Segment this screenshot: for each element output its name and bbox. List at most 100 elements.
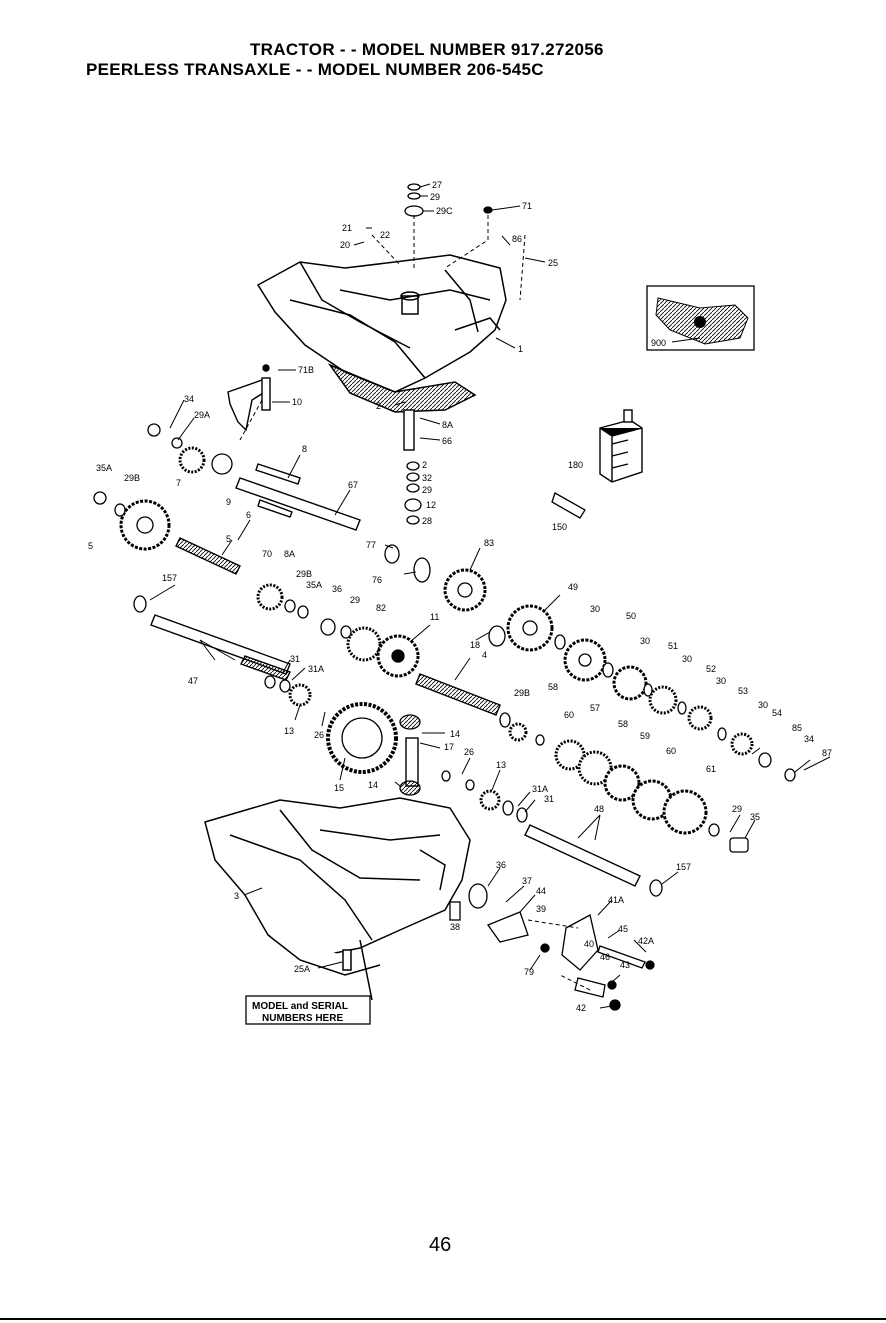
stamp-line-1: MODEL and SERIAL [252, 1001, 348, 1012]
lower-housing [204, 797, 471, 1001]
callout-label: 29B [124, 473, 140, 483]
model-serial-stamp: MODEL and SERIAL NUMBERS HERE [245, 995, 371, 1025]
callout-label: 41A [608, 895, 624, 905]
callout-label: 29 [732, 804, 742, 814]
callout-label: 34 [804, 734, 814, 744]
callout-label: 35A [306, 580, 322, 590]
callout-label: 76 [372, 575, 382, 585]
callout-label: 29 [350, 595, 360, 605]
callout-label: 49 [568, 582, 578, 592]
callout-label: 47 [188, 676, 198, 686]
callout-label: 71 [522, 201, 532, 211]
oil-bottle [599, 409, 643, 483]
model-title: TRACTOR - - MODEL NUMBER 917.272056 [250, 40, 604, 59]
callout-label: 180 [568, 460, 583, 470]
callout-label: 34 [184, 394, 194, 404]
callout-label: 86 [512, 234, 522, 244]
callout-label: 35 [750, 812, 760, 822]
callout-label: 14 [450, 729, 460, 739]
callout-label: 30 [682, 654, 692, 664]
callout-label: 150 [552, 522, 567, 532]
callout-label: 44 [536, 886, 546, 896]
callout-label: 6 [246, 510, 251, 520]
callout-label: 53 [738, 686, 748, 696]
callout-label: 157 [676, 862, 691, 872]
callout-label: 29A [194, 410, 210, 420]
callout-label: 8A [442, 420, 453, 430]
callout-label: 58 [548, 682, 558, 692]
callout-label: 35A [96, 463, 112, 473]
stamp-line-2: NUMBERS HERE [262, 1013, 343, 1024]
callout-label: 60 [564, 710, 574, 720]
callout-label: 87 [822, 748, 832, 758]
callout-label: 48 [594, 804, 604, 814]
callout-label: 79 [524, 967, 534, 977]
callout-label: 8 [302, 444, 307, 454]
callout-label: 30 [590, 604, 600, 614]
callout-label: 29B [514, 688, 530, 698]
callout-label: 70 [262, 549, 272, 559]
callout-label: 1 [518, 344, 523, 354]
callout-label: 85 [792, 723, 802, 733]
callout-label: 2 [422, 460, 427, 470]
callout-label: 27 [432, 180, 442, 190]
callout-label: 37 [522, 876, 532, 886]
callout-label: 31 [290, 654, 300, 664]
callout-label: 77 [366, 540, 376, 550]
callout-label: 10 [292, 397, 302, 407]
callout-label: 52 [706, 664, 716, 674]
callout-label: 30 [758, 700, 768, 710]
callout-label: 67 [348, 480, 358, 490]
callout-label: 15 [334, 783, 344, 793]
callout-label: 21 [342, 223, 352, 233]
callout-label: 22 [380, 230, 390, 240]
callout-label: 25 [548, 258, 558, 268]
callout-label: 32 [422, 473, 432, 483]
callout-label: 13 [496, 760, 506, 770]
callout-label: 31A [308, 664, 324, 674]
callout-label: 7 [176, 478, 181, 488]
callout-label: 82 [376, 603, 386, 613]
callout-label: 17 [444, 742, 454, 752]
transaxle-title: PEERLESS TRANSAXLE - - MODEL NUMBER 206-… [86, 60, 544, 79]
callout-label: 26 [314, 730, 324, 740]
callout-label: 58 [618, 719, 628, 729]
callout-label: 38 [450, 922, 460, 932]
callout-label: 57 [590, 703, 600, 713]
callout-label: 61 [706, 764, 716, 774]
bottom-rule [0, 1318, 886, 1320]
callout-label: 43 [620, 960, 630, 970]
callout-label: 4 [482, 650, 487, 660]
callout-label: 29 [422, 485, 432, 495]
upper-housing [256, 254, 507, 413]
callout-label: 157 [162, 573, 177, 583]
callout-label: 42A [638, 936, 654, 946]
callout-label: 30 [640, 636, 650, 646]
callout-label: 31 [544, 794, 554, 804]
callout-label: 60 [666, 746, 676, 756]
callout-label: 9 [226, 497, 231, 507]
callout-label: 54 [772, 708, 782, 718]
callout-label: 39 [536, 904, 546, 914]
callout-label: 36 [332, 584, 342, 594]
callout-label: 46 [600, 952, 610, 962]
callout-label: 26 [464, 747, 474, 757]
callout-label: 20 [340, 240, 350, 250]
callout-label: 2 [376, 401, 381, 411]
callout-label: 13 [284, 726, 294, 736]
callout-label: 59 [640, 731, 650, 741]
callout-label: 51 [668, 641, 678, 651]
callout-label: 36 [496, 860, 506, 870]
callout-label: 30 [716, 676, 726, 686]
callout-label: 3 [234, 891, 239, 901]
callout-label: 5 [226, 534, 231, 544]
callout-label: 8A [284, 549, 295, 559]
callout-label: 66 [442, 436, 452, 446]
assembly-lines [239, 215, 591, 991]
callout-label: 31A [532, 784, 548, 794]
callout-label: 11 [430, 612, 439, 622]
page-number: 46 [429, 1234, 452, 1256]
callout-label: 50 [626, 611, 636, 621]
inset-assembly [646, 285, 755, 351]
